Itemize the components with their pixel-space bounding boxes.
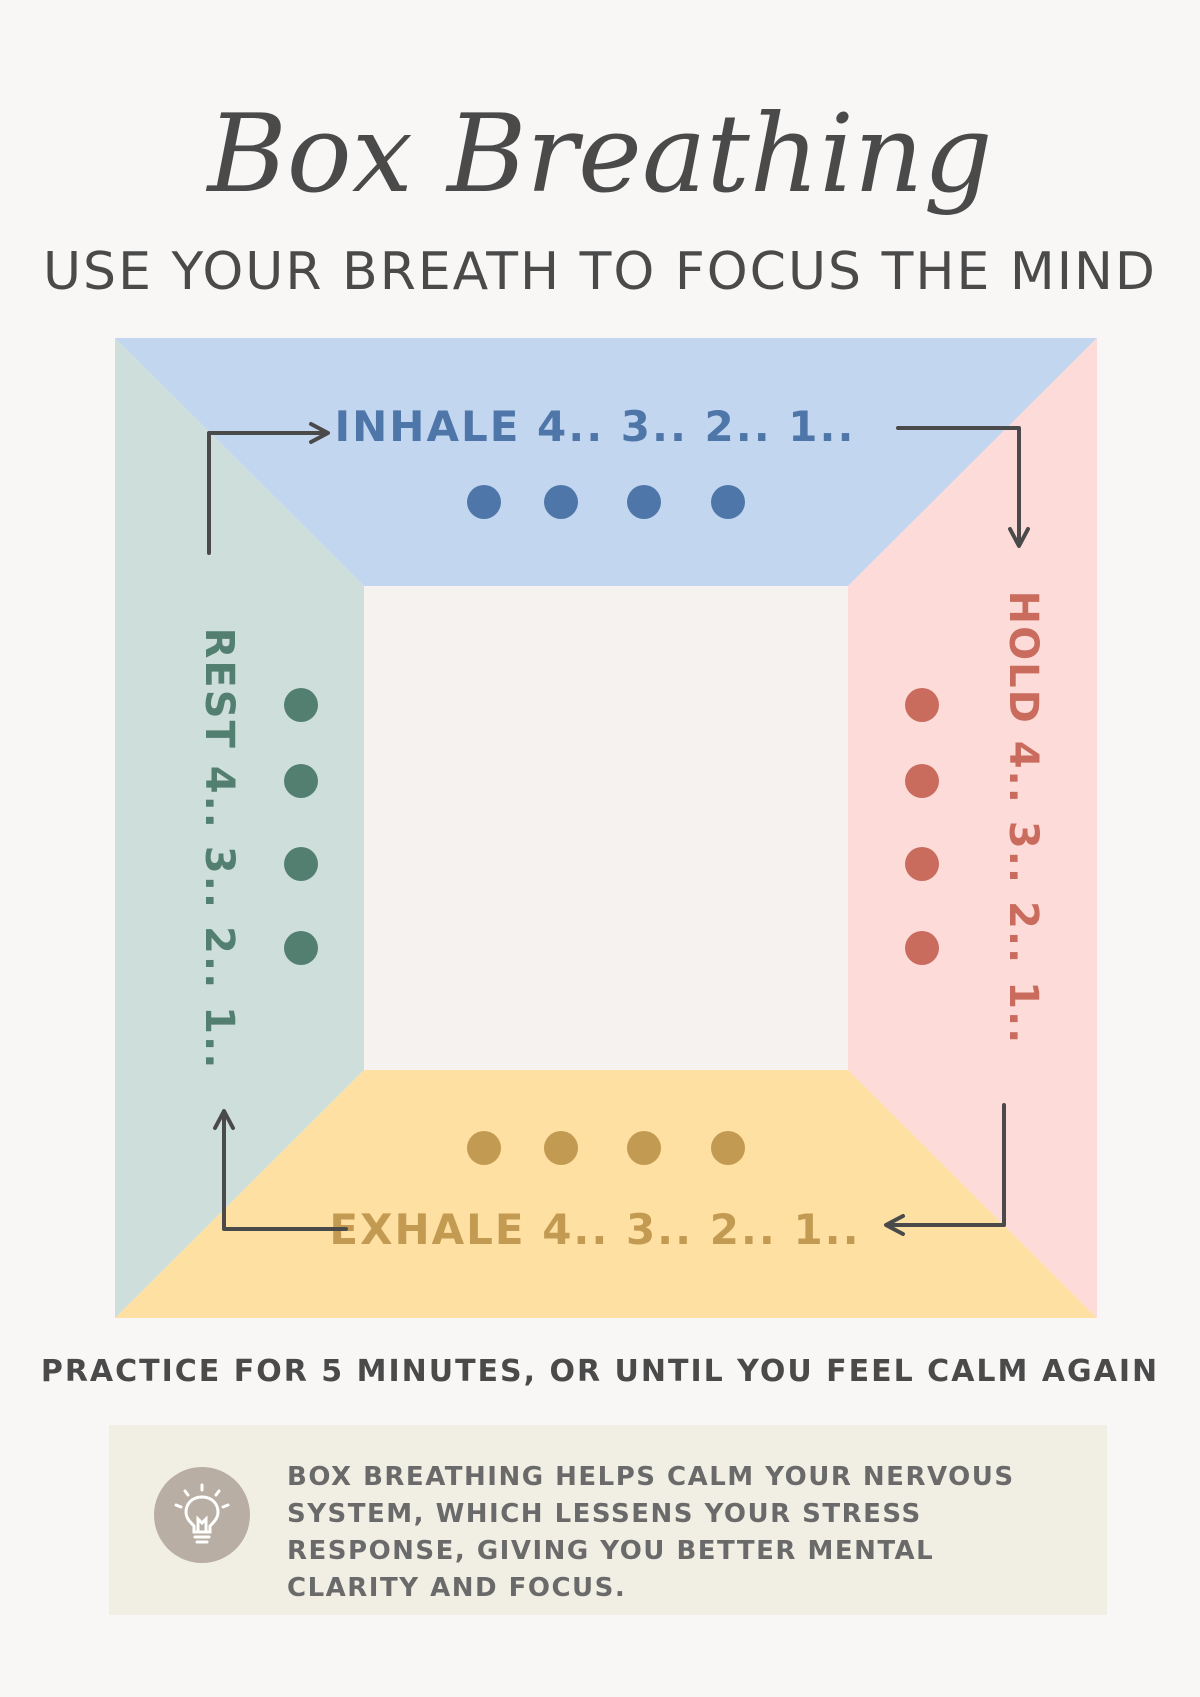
inhale-dot xyxy=(467,485,501,519)
rest-dot xyxy=(284,931,318,965)
rest-dot xyxy=(284,847,318,881)
center-panel xyxy=(364,586,848,1070)
exhale-dot xyxy=(627,1131,661,1165)
exhale-dots xyxy=(467,1131,745,1165)
arrow-down-icon xyxy=(896,426,1030,548)
lightbulb-icon xyxy=(154,1467,250,1563)
inhale-dot xyxy=(544,485,578,519)
rest-panel xyxy=(115,338,364,1318)
rest-dot xyxy=(284,764,318,798)
inhale-panel xyxy=(115,338,1097,586)
info-box: BOX BREATHING HELPS CALM YOUR NERVOUS SY… xyxy=(109,1425,1107,1615)
rest-dot xyxy=(284,688,318,722)
page-title: Box Breathing xyxy=(207,92,993,217)
page-subtitle: USE YOUR BREATH TO FOCUS THE MIND xyxy=(43,242,1157,302)
practice-instruction: PRACTICE FOR 5 MINUTES, OR UNTIL YOU FEE… xyxy=(40,1354,1160,1389)
hold-dot xyxy=(905,688,939,722)
cycle-arrows xyxy=(207,422,1030,1236)
rest-dots xyxy=(284,688,318,965)
inhale-dots xyxy=(467,485,745,519)
hold-panel xyxy=(848,338,1097,1318)
hold-label: HOLD 4.. 3.. 2.. 1.. xyxy=(1000,591,1046,1046)
hold-dots xyxy=(905,688,939,965)
hold-dot xyxy=(905,931,939,965)
arrow-left-icon xyxy=(884,1103,1006,1236)
inhale-label: INHALE 4.. 3.. 2.. 1.. xyxy=(335,402,856,451)
arrow-up-icon xyxy=(213,1109,348,1231)
hold-dot xyxy=(905,764,939,798)
exhale-panel xyxy=(115,1070,1097,1318)
arrow-right-icon xyxy=(207,422,330,555)
exhale-label: EXHALE 4.. 3.. 2.. 1.. xyxy=(329,1205,860,1254)
exhale-dot xyxy=(467,1131,501,1165)
hold-dot xyxy=(905,847,939,881)
exhale-dot xyxy=(711,1131,745,1165)
info-text: BOX BREATHING HELPS CALM YOUR NERVOUS SY… xyxy=(287,1462,1015,1603)
breathing-box: INHALE 4.. 3.. 2.. 1.. EXHALE 4.. 3.. 2.… xyxy=(115,338,1097,1318)
inhale-dot xyxy=(711,485,745,519)
inhale-dot xyxy=(627,485,661,519)
exhale-dot xyxy=(544,1131,578,1165)
rest-label: REST 4.. 3.. 2.. 1.. xyxy=(196,628,242,1071)
